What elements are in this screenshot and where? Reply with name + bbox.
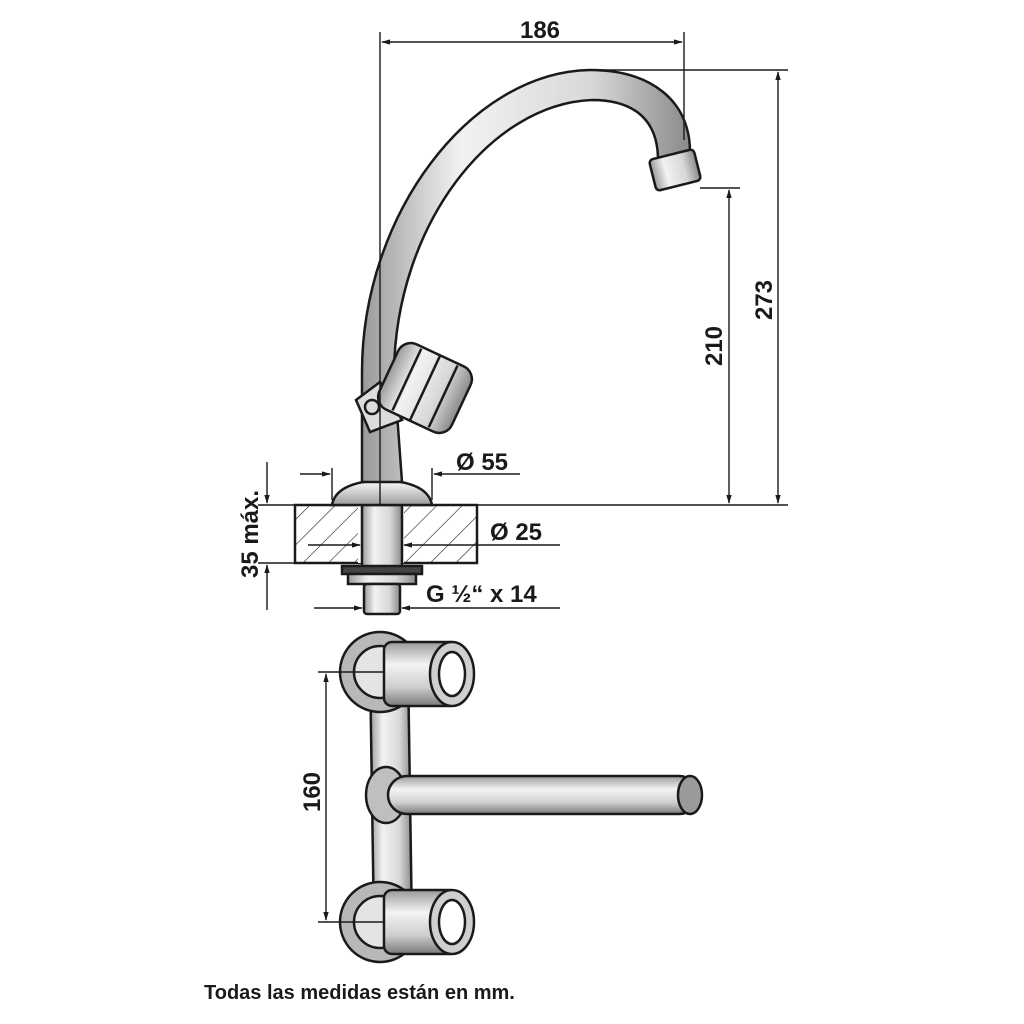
wall-spout	[364, 765, 704, 825]
valve-handle-bottom	[382, 888, 476, 956]
dimension-spout-height: 210	[700, 187, 740, 504]
dimension-186-label: 186	[520, 17, 560, 44]
dimension-width-total: 186	[379, 17, 685, 505]
dimension-273-label: 273	[751, 280, 778, 320]
dimension-thread: G ½“ x 14	[314, 581, 560, 611]
valve-handle-top	[382, 640, 476, 708]
aerator	[648, 148, 702, 192]
dimension-160-label: 160	[299, 772, 326, 812]
dimension-55-label: Ø 55	[456, 449, 508, 476]
handle-knob	[376, 341, 474, 435]
dimension-base-diameter: Ø 55	[300, 449, 520, 500]
dimension-35-label: 35 máx.	[237, 490, 264, 578]
dimension-25-label: Ø 25	[490, 519, 542, 546]
dimension-shank-diameter: Ø 25	[308, 519, 560, 548]
dimension-height-total: 273	[430, 69, 788, 506]
dimension-thread-label: G ½“ x 14	[426, 581, 537, 608]
dimension-210-label: 210	[701, 326, 728, 366]
dimension-wall-spacing: 160	[299, 671, 384, 923]
dimension-counter-thickness: 35 máx.	[237, 462, 300, 610]
units-note: Todas las medidas están en mm.	[204, 982, 515, 1004]
faucet-base	[330, 478, 434, 507]
